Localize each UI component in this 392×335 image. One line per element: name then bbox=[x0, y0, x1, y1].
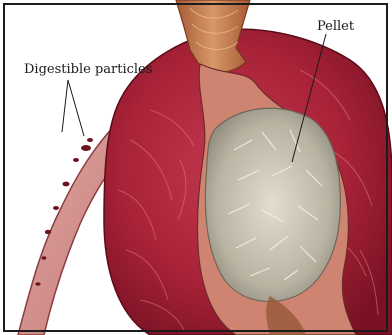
pellet-label: Pellet bbox=[317, 20, 354, 33]
digestible-particles-label: Digestible particles bbox=[24, 63, 152, 76]
pellet bbox=[205, 108, 340, 301]
